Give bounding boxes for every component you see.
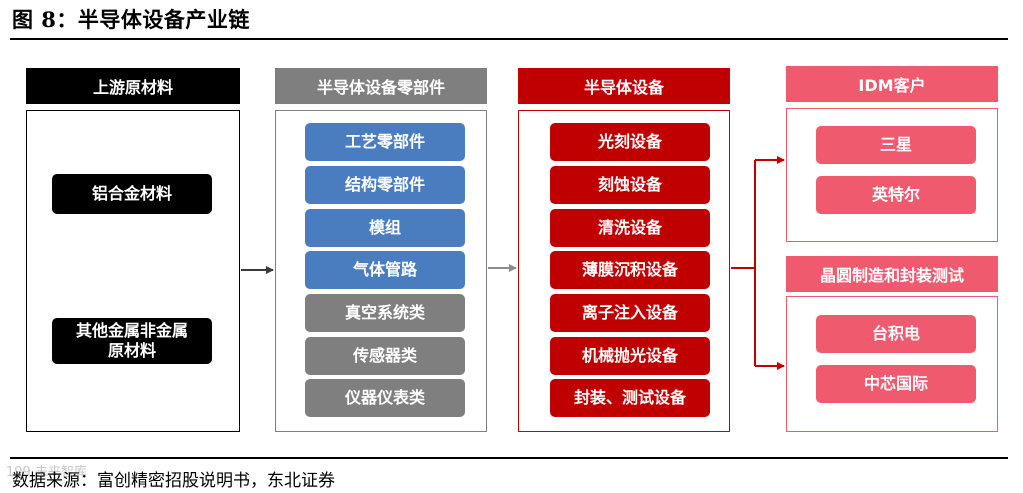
component-item-gas-lines: 气体管路 bbox=[305, 251, 465, 289]
bottom-rule bbox=[10, 457, 1008, 459]
component-item-process-parts: 工艺零部件 bbox=[305, 123, 465, 161]
equipment-item-lithography: 光刻设备 bbox=[550, 123, 710, 161]
equipment-item-ion-implantation: 离子注入设备 bbox=[550, 294, 710, 332]
idm-item-intel: 英特尔 bbox=[816, 176, 976, 214]
component-item-structural-parts: 结构零部件 bbox=[305, 166, 465, 204]
equipment-item-etching: 刻蚀设备 bbox=[550, 166, 710, 204]
idm-header: IDM客户 bbox=[786, 66, 998, 102]
equipment-header: 半导体设备 bbox=[518, 68, 730, 104]
upstream-frame bbox=[26, 110, 240, 432]
equipment-item-cmp: 机械抛光设备 bbox=[550, 337, 710, 375]
upstream-item-other-materials: 其他金属非金属原材料 bbox=[52, 318, 212, 364]
foundry-header: 晶圆制造和封装测试 bbox=[786, 256, 998, 292]
idm-frame bbox=[786, 108, 998, 242]
component-item-sensors: 传感器类 bbox=[305, 337, 465, 375]
idm-item-samsung: 三星 bbox=[816, 126, 976, 164]
source-note: 数据来源：富创精密招股说明书，东北证券 bbox=[12, 471, 335, 491]
foundry-frame bbox=[786, 296, 998, 432]
component-item-instruments: 仪器仪表类 bbox=[305, 379, 465, 417]
foundry-item-smic: 中芯国际 bbox=[816, 365, 976, 403]
upstream-header: 上游原材料 bbox=[26, 68, 240, 104]
equipment-item-cleaning: 清洗设备 bbox=[550, 209, 710, 247]
watermark: 199 未来智库 bbox=[6, 465, 87, 480]
figure-title: 图 8：半导体设备产业链 bbox=[12, 7, 250, 32]
component-item-vacuum-systems: 真空系统类 bbox=[305, 294, 465, 332]
equipment-frame bbox=[518, 110, 730, 432]
components-header: 半导体设备零部件 bbox=[275, 68, 487, 104]
equipment-item-thin-film-deposition: 薄膜沉积设备 bbox=[550, 251, 710, 289]
equipment-item-packaging-testing: 封装、测试设备 bbox=[550, 379, 710, 417]
top-rule bbox=[10, 38, 1008, 40]
foundry-item-tsmc: 台积电 bbox=[816, 315, 976, 353]
component-item-modules: 模组 bbox=[305, 209, 465, 247]
upstream-item-aluminum-alloy: 铝合金材料 bbox=[52, 174, 212, 214]
components-frame bbox=[275, 110, 487, 432]
